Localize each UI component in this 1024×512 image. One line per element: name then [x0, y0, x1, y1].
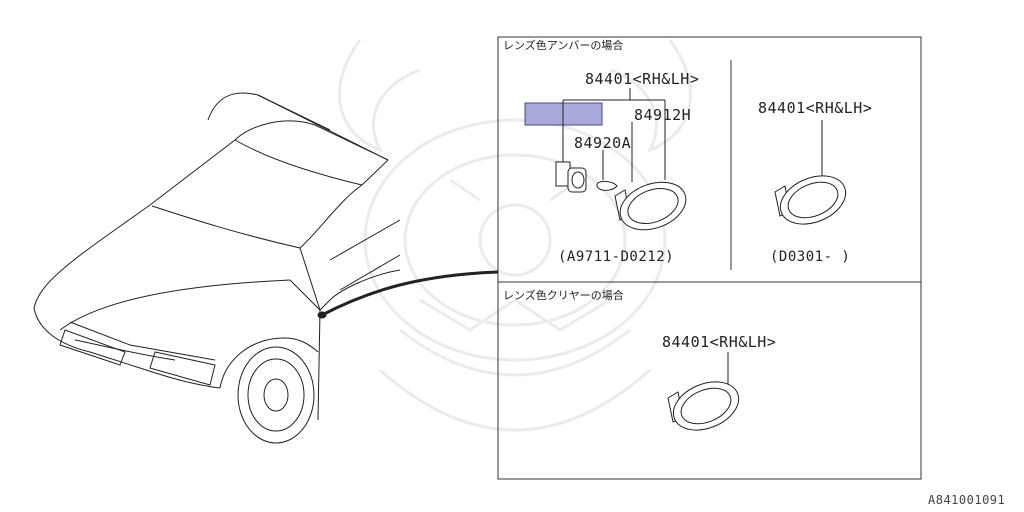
part-number-socket[interactable]: 84920A — [574, 134, 632, 152]
part-number-lamp-late[interactable]: 84401<RH&LH> — [758, 99, 873, 117]
lamp-illustration-early — [614, 181, 687, 231]
part-number-bulb[interactable]: 84912H — [634, 106, 692, 124]
part-number-lamp-early[interactable]: 84401<RH&LH> — [585, 70, 700, 88]
lamp-illustration-clear — [667, 381, 740, 431]
diagram-reference-code: A841001091 — [928, 493, 1006, 507]
part-number-lamp-clear[interactable]: 84401<RH&LH> — [662, 333, 777, 351]
lamp-illustration-late — [774, 175, 847, 225]
bulb-illustration — [596, 180, 618, 191]
section-title-amber: レンズ色アンバーの場合 — [503, 39, 624, 52]
section-title-clear: レンズ色クリヤーの場合 — [503, 289, 624, 302]
leader-lines-early — [562, 88, 666, 182]
date-range-late: (D0301- ) — [770, 249, 851, 265]
socket-illustration — [555, 161, 587, 193]
date-range-early: (A9711-D0212) — [558, 249, 675, 265]
detail-frame — [497, 36, 922, 480]
watermark-emblem — [338, 39, 692, 432]
car-illustration — [33, 92, 499, 444]
